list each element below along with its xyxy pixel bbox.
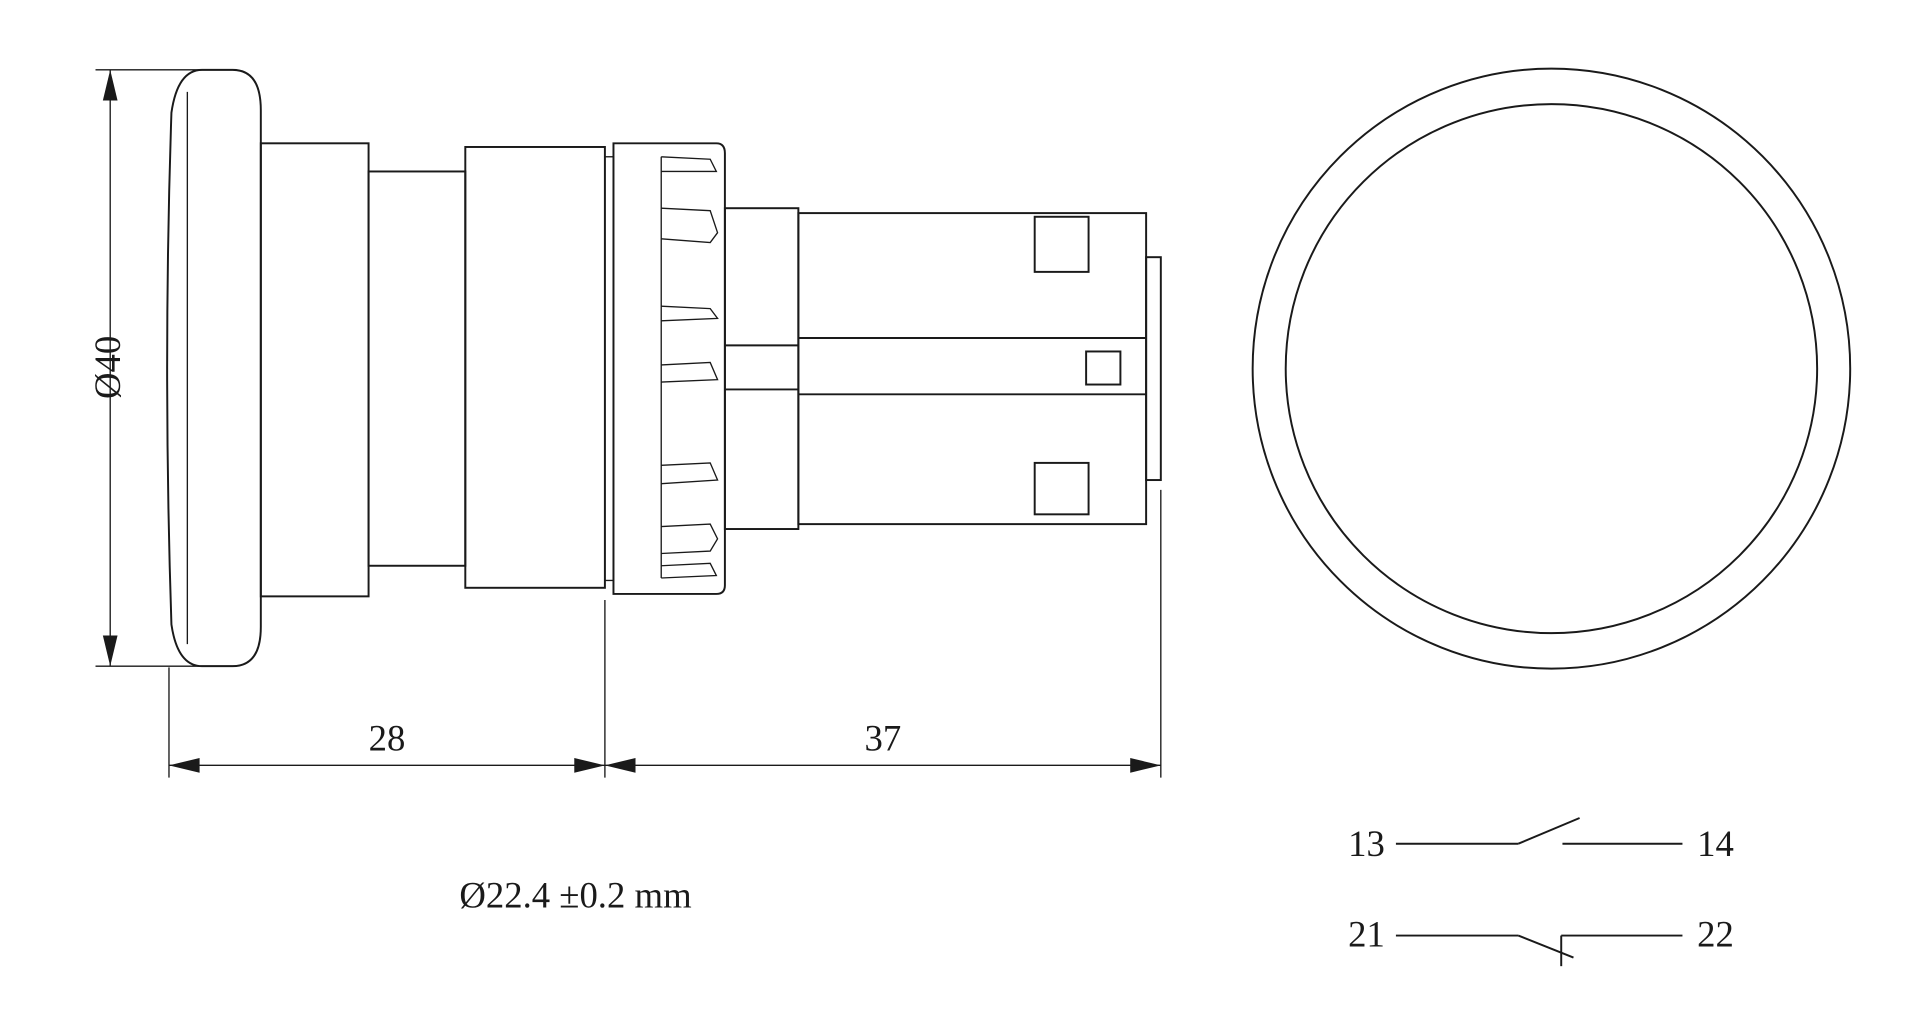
neck bbox=[367, 170, 467, 567]
lock-nut bbox=[612, 142, 726, 595]
button-side-view bbox=[166, 68, 1162, 668]
button-front-view bbox=[1251, 67, 1852, 670]
length-rear-label: 37 bbox=[864, 718, 901, 759]
contact-diagram: 13 14 21 22 bbox=[1348, 817, 1734, 967]
mounting-hole-label: Ø22.4 ±0.2 mm bbox=[459, 874, 691, 915]
diameter-dimension: Ø40 bbox=[87, 69, 206, 667]
length-dimensions: 28 37 bbox=[168, 489, 1162, 778]
length-front-label: 28 bbox=[369, 718, 406, 759]
end-plate bbox=[1145, 256, 1162, 482]
diameter-label: Ø40 bbox=[87, 336, 128, 399]
contact-14: 14 bbox=[1697, 823, 1734, 864]
adapter bbox=[723, 207, 800, 530]
contact-21: 21 bbox=[1348, 914, 1385, 955]
contact-22: 22 bbox=[1697, 914, 1734, 955]
nut-teeth bbox=[660, 156, 719, 579]
bezel-ring bbox=[464, 146, 606, 589]
mushroom-cap bbox=[166, 68, 262, 668]
stem bbox=[259, 142, 370, 598]
contact-13: 13 bbox=[1348, 823, 1385, 864]
contact-block bbox=[797, 212, 1148, 526]
